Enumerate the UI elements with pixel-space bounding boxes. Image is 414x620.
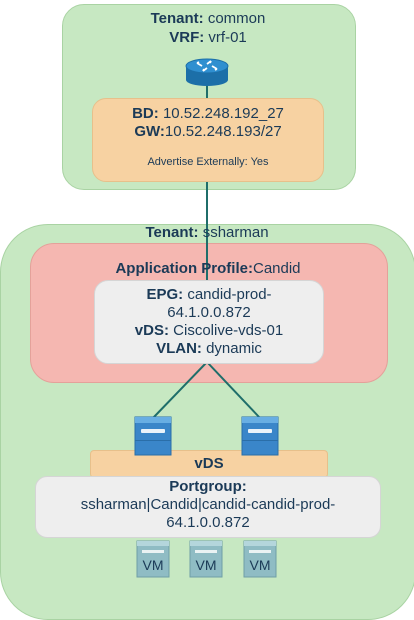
vm-icon — [189, 540, 223, 578]
tenant-ssharman-value: ssharman — [202, 224, 269, 241]
epg-value-line2: 64.1.0.0.872 — [167, 304, 251, 321]
application-profile-value: Candid — [252, 260, 301, 277]
application-profile-label: Application Profile: — [115, 260, 253, 277]
epg-box: EPG: candid-prod- 64.1.0.0.872 vDS: Cisc… — [94, 280, 324, 364]
tenant-common-label: Tenant: — [150, 10, 204, 27]
epg-line: EPG: candid-prod- — [95, 286, 323, 304]
vds-bar: vDS — [90, 450, 328, 478]
gw-value: 10.52.248.193/27 — [164, 123, 282, 140]
bridge-domain-box: BD: 10.52.248.192_27 GW:10.52.248.193/27… — [92, 98, 324, 182]
vm-item: VM — [189, 540, 223, 583]
tenant-ssharman-label: Tenant: — [145, 224, 199, 241]
vrf-label: VRF: — [169, 29, 205, 46]
vlan-value: dynamic — [206, 340, 262, 357]
router-icon — [185, 58, 229, 86]
vds-bar-label-text: vDS — [194, 455, 224, 472]
vm-label: VM — [249, 557, 271, 573]
bd-label: BD: — [132, 105, 159, 122]
epg-value-line1: candid-prod- — [187, 286, 272, 303]
portgroup-label-text: Portgroup: — [169, 478, 247, 495]
tenant-ssharman-title: Tenant: ssharman — [0, 224, 414, 242]
vm-label: VM — [195, 557, 217, 573]
advertise-externally-text: Advertise Externally: Yes — [147, 156, 269, 168]
epg-vds-line: vDS: Ciscolive-vds-01 — [95, 322, 323, 340]
vlan-line: VLAN: dynamic — [95, 340, 323, 358]
application-profile-title: Application Profile:Candid — [30, 260, 386, 278]
bd-value: 10.52.248.192_27 — [162, 105, 284, 122]
vlan-label: VLAN: — [156, 340, 202, 357]
vrf-title: VRF: vrf-01 — [62, 29, 354, 47]
portgroup-box: Portgroup: ssharman|Candid|candid-candid… — [35, 476, 381, 538]
gw-label: GW: — [134, 123, 165, 140]
epg-label: EPG: — [146, 286, 184, 303]
epg-vds-value: Ciscolive-vds-01 — [173, 322, 284, 339]
vm-item: VM — [136, 540, 170, 583]
vm-icon — [243, 540, 277, 578]
server-icon — [134, 416, 172, 456]
epg-vds-label: vDS: — [134, 322, 169, 339]
portgroup-label: Portgroup: — [36, 478, 380, 496]
epg-to-server-right-line — [206, 361, 261, 419]
vm-item: VM — [243, 540, 277, 583]
vm-icon — [136, 540, 170, 578]
portgroup-value-line1: ssharman|Candid|candid-candid-prod- — [80, 496, 336, 513]
tenant-common-title: Tenant: common — [62, 10, 354, 28]
epg-to-server-left-line — [152, 361, 208, 419]
vrf-value: vrf-01 — [208, 29, 247, 46]
vm-label: VM — [142, 557, 164, 573]
bd-line: BD: 10.52.248.192_27 — [93, 105, 323, 123]
vds-bar-label: vDS — [91, 455, 327, 473]
tenant-common-value: common — [207, 10, 266, 27]
server-icon — [241, 416, 279, 456]
portgroup-value-line2: 64.1.0.0.872 — [166, 514, 250, 531]
gw-line: GW:10.52.248.193/27 — [93, 123, 323, 141]
